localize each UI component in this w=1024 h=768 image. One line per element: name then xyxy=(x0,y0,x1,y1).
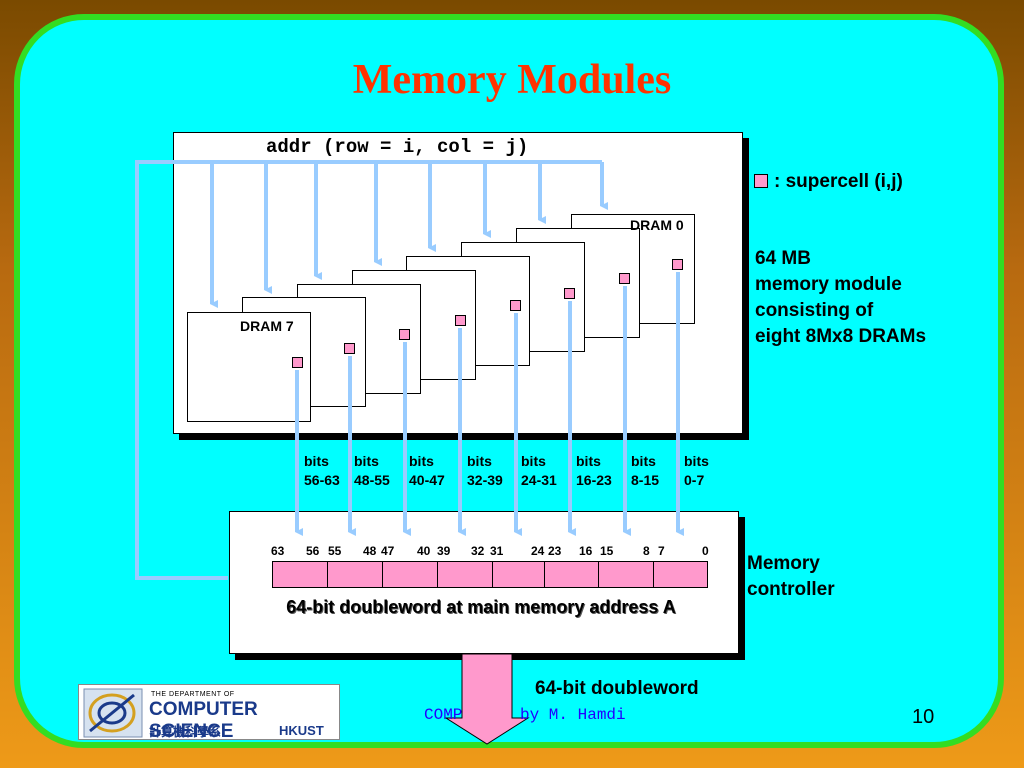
supercell-6 xyxy=(344,343,355,354)
bit-number: 39 xyxy=(437,544,451,558)
bit-number: 40 xyxy=(417,544,431,558)
module-desc-line-1: 64 MB xyxy=(755,248,811,269)
bit-number: 32 xyxy=(471,544,485,558)
supercell-2 xyxy=(564,288,575,299)
bit-number: 55 xyxy=(328,544,342,558)
supercell-4 xyxy=(455,315,466,326)
bit-number: 7 xyxy=(658,544,665,558)
department-logo: THE DEPARTMENT OF COMPUTER SCIENCE 計算機科學… xyxy=(78,684,340,742)
bit-number: 24 xyxy=(531,544,545,558)
addr-bus-line xyxy=(135,160,602,580)
output-label: 64-bit doubleword xyxy=(535,678,699,699)
doubleword-caption: 64-bit doubleword at main memory address… xyxy=(286,597,676,617)
footer-author: by M. Hamdi xyxy=(520,706,626,724)
controller-label-line-2: controller xyxy=(747,579,835,600)
addr-label: addr (row = i, col = j) xyxy=(266,136,529,158)
bit-number: 8 xyxy=(643,544,650,558)
supercell-legend-text: : supercell (i,j) xyxy=(774,171,903,192)
bit-number: 47 xyxy=(381,544,395,558)
dram-chip-7 xyxy=(187,312,311,422)
byte-segment-4 xyxy=(437,561,493,588)
footer-course: COMP xyxy=(424,706,463,724)
logo-main-text: COMPUTER SCIENCE xyxy=(149,699,258,742)
supercell-5 xyxy=(399,329,410,340)
dram-7-label: DRAM 7 xyxy=(240,318,294,334)
bit-number: 0 xyxy=(702,544,709,558)
bit-number: 16 xyxy=(579,544,593,558)
logo-emblem-icon xyxy=(83,688,143,738)
bit-number: 15 xyxy=(600,544,614,558)
logo-dept-text: THE DEPARTMENT OF xyxy=(151,691,235,698)
controller-label: Memory controller xyxy=(747,551,835,603)
supercell-7 xyxy=(292,357,303,368)
bit-number: 56 xyxy=(306,544,320,558)
module-desc-line-4: eight 8Mx8 DRAMs xyxy=(755,326,927,347)
byte-segment-0 xyxy=(653,561,708,588)
supercell-0 xyxy=(672,259,683,270)
bit-number: 23 xyxy=(548,544,562,558)
bit-number: 63 xyxy=(271,544,285,558)
module-desc-line-2: memory module xyxy=(755,274,902,295)
controller-label-line-1: Memory xyxy=(747,553,820,574)
module-description: 64 MB memory module consisting of eight … xyxy=(755,246,926,350)
logo-hkust-text: HKUST xyxy=(279,723,324,738)
logo-chinese-text: 計算機科學系 xyxy=(149,725,222,739)
dram-0-label: DRAM 0 xyxy=(630,217,684,233)
output-arrow xyxy=(444,653,530,745)
slide-title: Memory Modules xyxy=(352,57,672,103)
module-desc-line-3: consisting of xyxy=(755,300,874,321)
bit-number: 31 xyxy=(490,544,504,558)
supercell-legend-swatch xyxy=(754,174,768,188)
page-number: 10 xyxy=(912,706,935,728)
supercell-1 xyxy=(619,273,630,284)
bit-number: 48 xyxy=(363,544,377,558)
supercell-3 xyxy=(510,300,521,311)
